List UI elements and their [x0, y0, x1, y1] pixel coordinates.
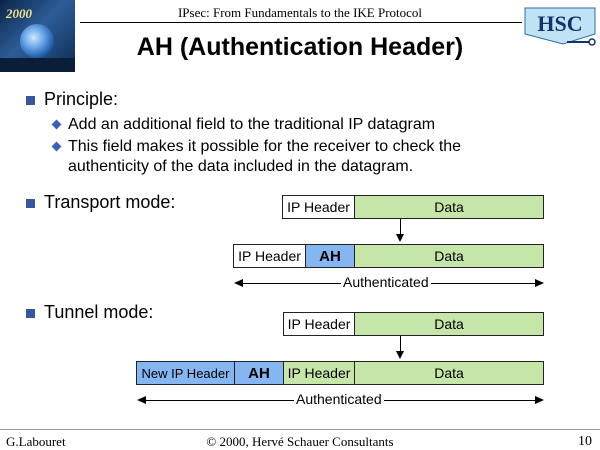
principle-item-2-cont: authenticity of the data included in the…	[68, 158, 414, 175]
footer-divider	[0, 429, 600, 430]
transport-ip-header: IP Header	[282, 195, 355, 219]
tunnel-result-new-ip-header: New IP Header	[136, 361, 235, 385]
transport-result-ah: AH	[305, 244, 355, 268]
transport-data: Data	[354, 195, 544, 219]
arrow-left-icon	[137, 396, 146, 404]
bullet-diamond-icon	[51, 141, 62, 152]
page-number: 10	[578, 434, 592, 449]
transport-authenticated: Authenticated	[341, 274, 431, 290]
tunnel-result-ip-header: IP Header	[283, 361, 355, 385]
globe-icon	[20, 24, 54, 58]
tunnel-ip-header: IP Header	[283, 312, 355, 336]
transport-arrow	[400, 219, 401, 235]
tunnel-arrow	[400, 336, 401, 352]
hsc-logo-text: HSC	[537, 11, 582, 36]
bullet-square-icon	[26, 309, 35, 318]
arrow-right-icon	[535, 396, 544, 404]
arrow-down-icon	[396, 234, 404, 242]
tunnel-result-data: Data	[354, 361, 544, 385]
tunnel-result-ah: AH	[234, 361, 284, 385]
bullet-square-icon	[26, 96, 35, 105]
arrow-right-icon	[535, 279, 544, 287]
transport-result-data: Data	[354, 244, 544, 268]
principle-item-2: This field makes it possible for the rec…	[68, 138, 462, 155]
footer-copyright: © 2000, Hervé Schauer Consultants	[206, 434, 394, 449]
tunnel-data: Data	[354, 312, 544, 336]
bullet-square-icon	[26, 199, 35, 208]
slide-title: AH (Authentication Header)	[136, 33, 464, 61]
principle-label: Principle:	[44, 89, 119, 109]
footer-author: G.Labouret	[6, 434, 66, 449]
running-title: IPsec: From Fundamentals to the IKE Prot…	[177, 5, 423, 20]
arrow-left-icon	[234, 279, 243, 287]
conference-logo: 2000	[0, 0, 75, 72]
transport-label: Transport mode:	[44, 192, 176, 212]
transport-result-ip-header: IP Header	[233, 244, 306, 268]
hsc-logo: HSC	[524, 7, 596, 46]
logo-year: 2000	[6, 6, 32, 21]
principle-item-1: Add an additional field to the tradition…	[68, 116, 436, 133]
bullet-diamond-icon	[51, 119, 62, 130]
arrow-down-icon	[396, 351, 404, 359]
header-divider	[80, 22, 522, 23]
tunnel-label: Tunnel mode:	[44, 302, 154, 322]
tunnel-authenticated: Authenticated	[294, 391, 384, 407]
